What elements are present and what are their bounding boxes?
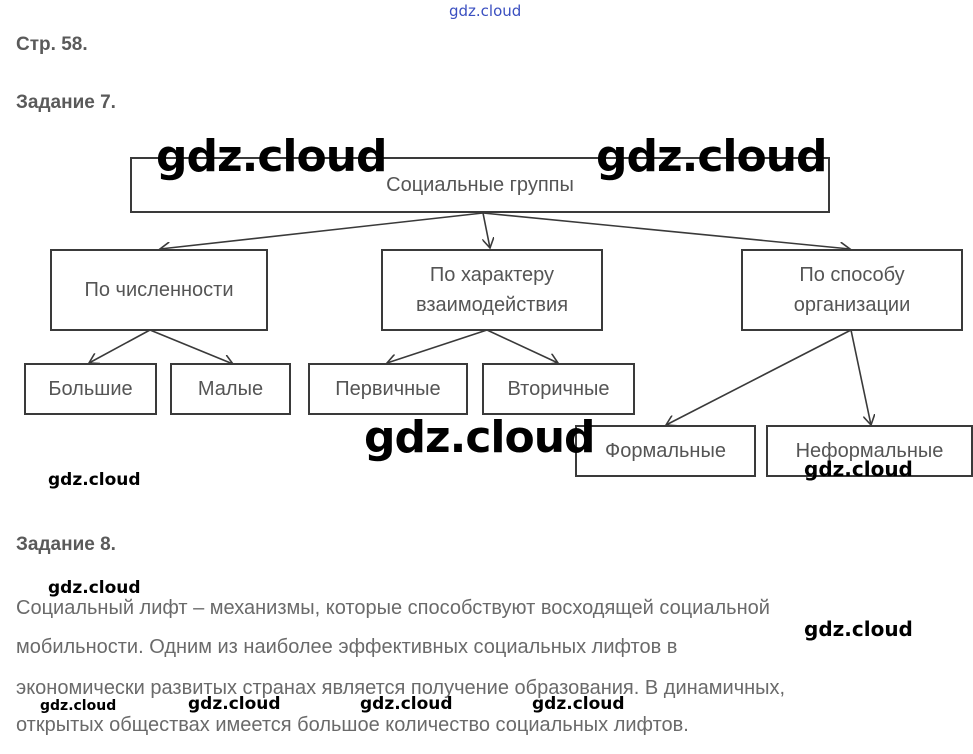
arrow-root-to-interaction — [483, 212, 490, 248]
watermark-small-6: gdz.cloud — [188, 694, 281, 714]
leaf-box-informal: Неформальные — [766, 425, 973, 477]
category-label-interaction: По характеру взаимодействия — [415, 264, 569, 316]
watermark-small-1: gdz.cloud — [48, 470, 141, 490]
leaf-box-formal: Формальные — [575, 425, 756, 477]
category-label-size: По численности — [84, 279, 234, 301]
arrow-root-to-size — [160, 212, 484, 249]
task-8-line-2: мобильности. Одним из наиболее эффективн… — [16, 636, 678, 658]
leaf-box-large: Большие — [24, 363, 157, 415]
watermark-top[interactable]: gdz.cloud — [449, 2, 522, 20]
category-box-size: По численности — [50, 249, 268, 331]
task-7-title: Задание 7. — [16, 92, 116, 113]
category-label-organization: По способу организации — [793, 264, 911, 316]
leaf-box-secondary: Вторичные — [482, 363, 635, 415]
leaf-box-small: Малые — [170, 363, 291, 415]
leaf-label-small: Малые — [197, 378, 264, 400]
leaf-label-secondary: Вторичные — [507, 378, 610, 400]
leaf-label-formal: Формальные — [605, 440, 726, 462]
arrow-root-to-organization — [482, 212, 850, 249]
arrow-organization-to-formal — [666, 329, 852, 425]
arrow-size-to-large — [89, 329, 151, 363]
leaf-label-primary: Первичные — [335, 378, 441, 400]
watermark-large-3: gdz.cloud — [364, 412, 596, 463]
diagram-root-box: Социальные группы — [130, 157, 830, 213]
task-8-title: Задание 8. — [16, 534, 116, 555]
arrow-interaction-to-secondary — [486, 329, 558, 363]
watermark-small-7: gdz.cloud — [360, 694, 453, 714]
category-box-interaction: По характеру взаимодействия — [381, 249, 603, 331]
leaf-box-primary: Первичные — [308, 363, 468, 415]
diagram-root-label: Социальные группы — [386, 174, 574, 196]
page-reference: Стр. 58. — [16, 34, 88, 55]
watermark-small-3: gdz.cloud — [48, 578, 141, 598]
arrow-interaction-to-primary — [387, 329, 488, 363]
leaf-label-informal: Неформальные — [795, 440, 944, 462]
watermark-large-2: gdz.cloud — [596, 131, 828, 182]
leaf-label-large: Большие — [48, 378, 133, 400]
task-8-line-3: экономически развитых странах является п… — [16, 677, 786, 699]
arrow-organization-to-informal — [850, 329, 871, 425]
task-8-line-1: Социальный лифт – механизмы, которые спо… — [16, 597, 770, 619]
task-8-line-4: открытых обществах имеется большое колич… — [16, 714, 689, 736]
arrow-size-to-small — [149, 329, 233, 364]
watermark-small-5: gdz.cloud — [40, 698, 117, 714]
watermark-small-4: gdz.cloud — [804, 617, 913, 641]
watermark-small-8: gdz.cloud — [532, 694, 625, 714]
category-box-organization: По способу организации — [741, 249, 963, 331]
watermark-small-2: gdz.cloud — [804, 457, 913, 481]
watermark-large-1: gdz.cloud — [156, 131, 388, 182]
